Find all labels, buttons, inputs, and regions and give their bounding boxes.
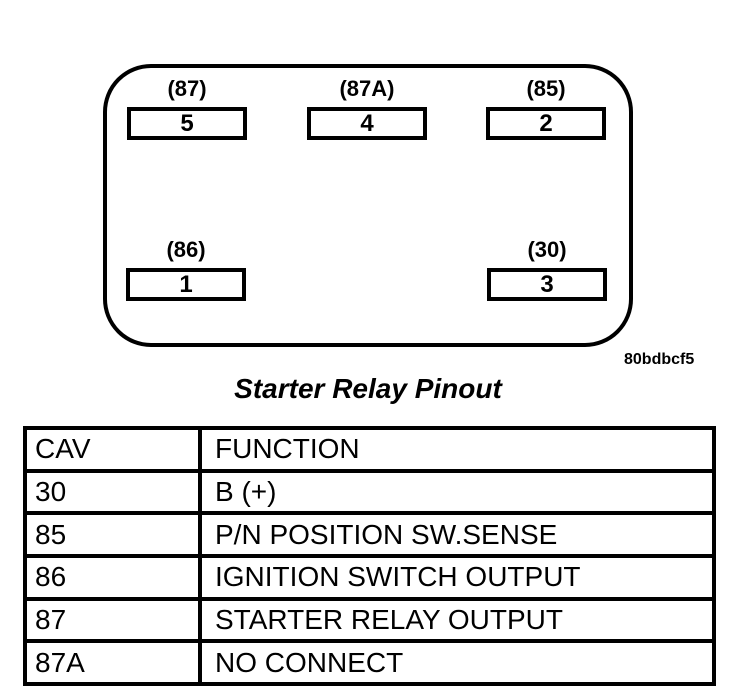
- cell-cav: 87A: [23, 639, 202, 686]
- table-row: 87A NO CONNECT: [23, 639, 716, 686]
- cell-function: IGNITION SWITCH OUTPUT: [198, 553, 716, 601]
- diagram-caption: Starter Relay Pinout: [234, 373, 502, 404]
- pin-terminal-label: (87): [167, 76, 207, 101]
- cell-function: NO CONNECT: [198, 639, 716, 686]
- table-header-row: CAV FUNCTION: [23, 426, 716, 473]
- table-row: 30 B (+): [23, 468, 716, 516]
- cell-cav: 85: [23, 511, 202, 558]
- cell-cav: 87: [23, 596, 202, 644]
- pin-terminal-label: (86): [166, 237, 206, 262]
- cell-function: STARTER RELAY OUTPUT: [198, 596, 716, 644]
- pin-cavity-box: 1: [126, 268, 246, 301]
- cell-cav: 86: [23, 553, 202, 601]
- pin-terminal-label: (30): [527, 237, 567, 262]
- pin-terminal-87: (87) 5: [127, 76, 247, 140]
- pin-terminal-label: (85): [526, 76, 566, 101]
- pin-terminal-label: (87A): [339, 76, 395, 101]
- pin-terminal-85: (85) 2: [486, 76, 606, 140]
- pin-cavity-box: 4: [307, 107, 427, 140]
- header-cell-cav: CAV: [23, 426, 202, 473]
- cell-function: P/N POSITION SW.SENSE: [198, 511, 716, 558]
- cell-function: B (+): [198, 468, 716, 516]
- table-row: 86 IGNITION SWITCH OUTPUT: [23, 553, 716, 601]
- pin-terminal-86: (86) 1: [126, 237, 246, 301]
- pin-terminal-30: (30) 3: [487, 237, 607, 301]
- table-row: 85 P/N POSITION SW.SENSE: [23, 511, 716, 558]
- cell-cav: 30: [23, 468, 202, 516]
- pin-terminal-87a: (87A) 4: [307, 76, 427, 140]
- pin-cavity-box: 3: [487, 268, 607, 301]
- header-cell-function: FUNCTION: [198, 426, 716, 473]
- pin-cavity-box: 5: [127, 107, 247, 140]
- table-row: 87 STARTER RELAY OUTPUT: [23, 596, 716, 644]
- pinout-table: CAV FUNCTION 30 B (+) 85 P/N POSITION SW…: [23, 426, 716, 686]
- pin-cavity-box: 2: [486, 107, 606, 140]
- figure-code: 80bdbcf5: [624, 351, 695, 368]
